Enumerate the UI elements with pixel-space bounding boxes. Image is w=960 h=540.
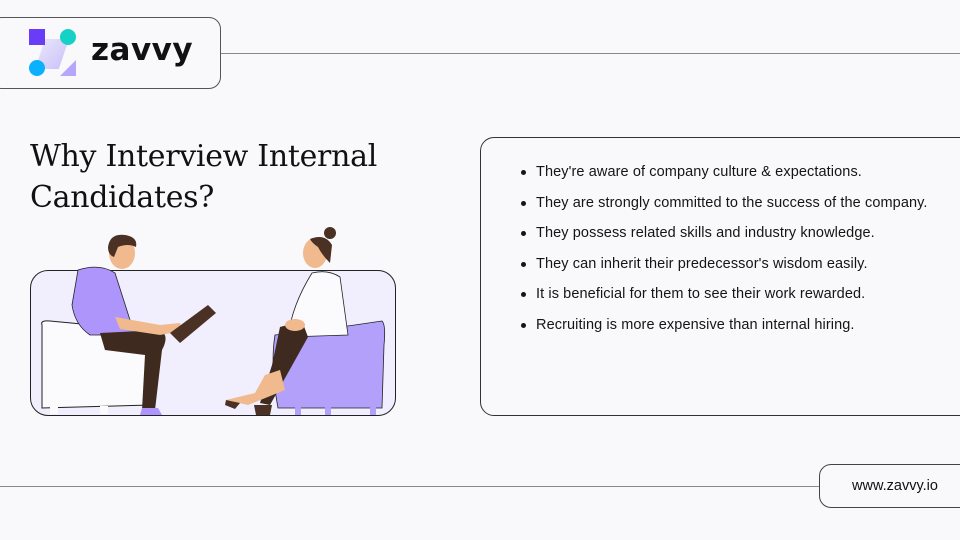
brand-name: zavvy bbox=[91, 32, 194, 68]
website-url-box: www.zavvy.io bbox=[819, 464, 960, 508]
list-item: They can inherit their predecessor's wis… bbox=[521, 249, 941, 280]
brand-logo-box: zavvy bbox=[0, 17, 221, 89]
bullet-icon bbox=[521, 170, 526, 175]
bullet-icon bbox=[521, 231, 526, 236]
list-item: Recruiting is more expensive than intern… bbox=[521, 310, 941, 341]
bullet-icon bbox=[521, 292, 526, 297]
list-item: They possess related skills and industry… bbox=[521, 218, 941, 249]
interview-people-icon bbox=[41, 227, 386, 415]
bullet-icon bbox=[521, 261, 526, 267]
benefits-list: They're aware of company culture & expec… bbox=[521, 157, 941, 340]
bullet-icon bbox=[521, 322, 526, 328]
footer-divider-line bbox=[0, 486, 819, 487]
list-item: It is beneficial for them to see their w… bbox=[521, 279, 941, 310]
website-url[interactable]: www.zavvy.io bbox=[852, 478, 938, 494]
list-item: They're aware of company culture & expec… bbox=[521, 157, 941, 188]
slide-title: Why Interview Internal Candidates? bbox=[30, 139, 377, 215]
header-divider-line bbox=[220, 53, 960, 54]
benefits-list-box: They're aware of company culture & expec… bbox=[480, 137, 960, 416]
list-item: They are strongly committed to the succe… bbox=[521, 188, 941, 219]
zavvy-logo-icon bbox=[29, 29, 77, 77]
interview-illustration bbox=[30, 225, 398, 420]
bullet-icon bbox=[521, 200, 526, 206]
